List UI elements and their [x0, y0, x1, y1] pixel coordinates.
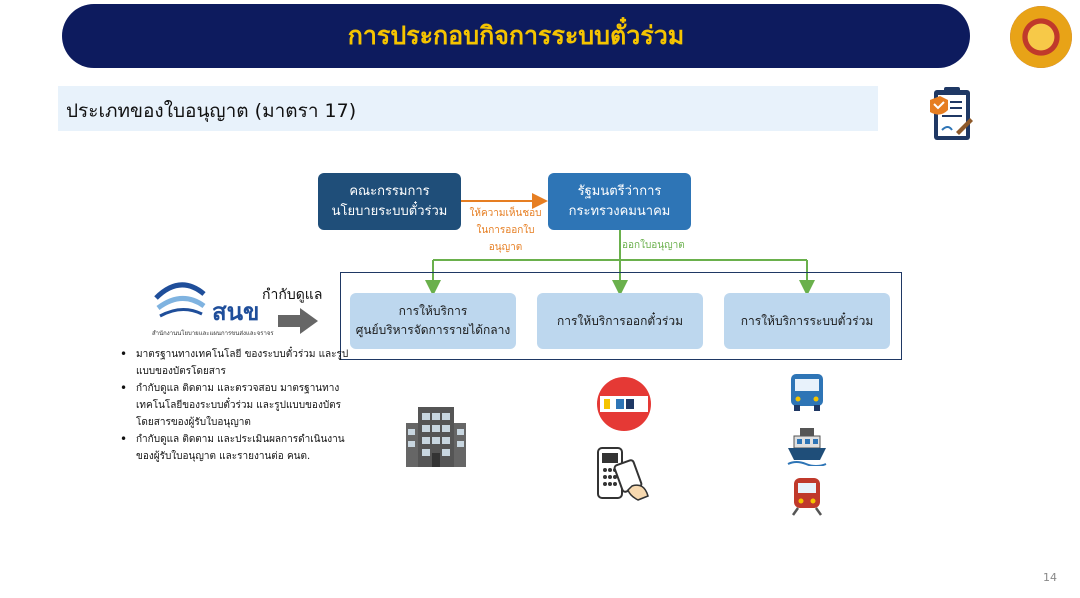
supervise-arrow-icon — [278, 308, 318, 334]
services-frame — [340, 272, 902, 360]
service-label: ศูนย์บริหารจัดการรายได้กลาง — [355, 323, 511, 337]
service-label: การให้บริการ — [398, 304, 468, 318]
subtitle: ประเภทของใบอนุญาต (มาตรา 17) — [66, 100, 357, 122]
government-seal-icon — [1010, 6, 1072, 68]
license-document-icon — [930, 87, 973, 140]
agency-logo-text: สนข — [212, 298, 260, 326]
list-item: กำกับดูแล ติดตาม และตรวจสอบ มาตรฐานทางเท… — [120, 380, 350, 431]
service-label: การให้บริการระบบตั๋วร่วม — [740, 313, 874, 328]
minister-line1: รัฐมนตรีว่าการ — [577, 183, 662, 199]
list-item: มาตรฐานทางเทคโนโลยี ของระบบตั๋วร่วม และร… — [120, 346, 350, 380]
committee-box: คณะกรรมการ นโยบายระบบตั๋วร่วม — [318, 173, 461, 230]
service-ticket-system: การให้บริการระบบตั๋วร่วม — [724, 293, 890, 349]
responsibility-list: มาตรฐานทางเทคโนโลยี ของระบบตั๋วร่วม และร… — [120, 346, 350, 465]
page-title: การประกอบกิจการระบบตั๋วร่วม — [347, 21, 685, 50]
service-ticket-issuing: การให้บริการออกตั๋วร่วม — [537, 293, 703, 349]
train-icon — [791, 478, 823, 516]
service-label: การให้บริการออกตั๋วร่วม — [556, 313, 684, 328]
license-note: ออกใบอนุญาต — [622, 240, 685, 251]
page-number: 14 — [1043, 571, 1057, 584]
agency-logo-icon — [154, 282, 206, 318]
ticket-card-icon — [597, 377, 651, 431]
committee-line1: คณะกรรมการ — [349, 183, 430, 199]
minister-line2: กระทรวงคมนาคม — [568, 203, 671, 219]
committee-line2: นโยบายระบบตั๋วร่วม — [331, 203, 448, 219]
boat-icon — [787, 428, 827, 466]
advise-line1: ให้ความเห็นชอบ — [469, 208, 542, 219]
title-bar: การประกอบกิจการระบบตั๋วร่วม — [62, 4, 970, 68]
service-revenue-center: การให้บริการ ศูนย์บริหารจัดการรายได้กลาง — [350, 293, 516, 349]
card-reader-icon — [597, 447, 649, 501]
bus-icon — [791, 374, 823, 411]
subtitle-band — [58, 86, 878, 131]
advise-line2: ในการออกใบอนุญาต — [476, 225, 535, 253]
list-item: กำกับดูแล ติดตาม และประเมินผลการดำเนินงา… — [120, 431, 350, 465]
minister-box: รัฐมนตรีว่าการ กระทรวงคมนาคม — [548, 173, 691, 230]
agency-logo-subtitle: สำนักงานนโยบายและแผนการขนส่งและจราจร — [152, 330, 274, 337]
building-icon — [406, 407, 466, 467]
supervise-label: กำกับดูแล — [262, 287, 323, 303]
advise-note: ให้ความเห็นชอบ ในการออกใบอนุญาต — [463, 205, 548, 256]
